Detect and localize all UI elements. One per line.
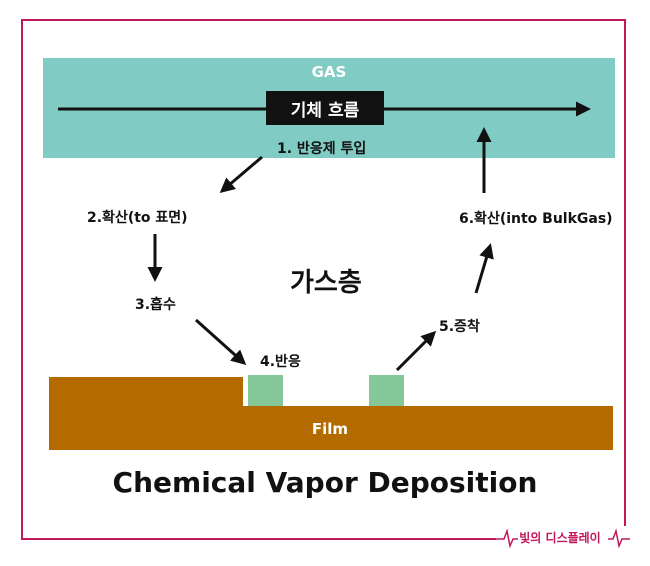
step-4-label: 4.반응 xyxy=(260,354,301,370)
watermark-logo xyxy=(496,526,630,552)
step-3-label: 3.흡수 xyxy=(135,297,176,313)
reaction-deposit-block xyxy=(248,375,283,406)
step-1-label: 1. 반응제 투입 xyxy=(277,141,367,157)
film-label: Film xyxy=(311,420,349,438)
step-5-label: 5.증착 xyxy=(439,319,480,335)
arrow-deposit-to-step5 xyxy=(395,330,437,372)
diagram-frame xyxy=(21,19,626,540)
step-2-label: 2.확산(to 표면) xyxy=(87,210,188,226)
film-raised-section xyxy=(49,377,243,450)
film-base xyxy=(243,406,613,450)
arrow-step5-to-step6 xyxy=(474,243,494,294)
heartbeat-line-icon xyxy=(496,528,630,549)
arrow-step1-to-step2 xyxy=(219,155,263,193)
watermark-text: 빛의 디스플레이 xyxy=(519,531,601,545)
diagram-title: Chemical Vapor Deposition xyxy=(112,466,538,499)
deposition-block xyxy=(369,375,404,406)
gas-label: GAS xyxy=(311,63,347,81)
gas-layer-label: 가스층 xyxy=(290,268,362,298)
gas-flow-label: 기체 흐름 xyxy=(266,91,384,125)
arrow-step3-to-step4 xyxy=(194,318,247,366)
step-6-label: 6.확산(into BulkGas) xyxy=(459,211,613,227)
